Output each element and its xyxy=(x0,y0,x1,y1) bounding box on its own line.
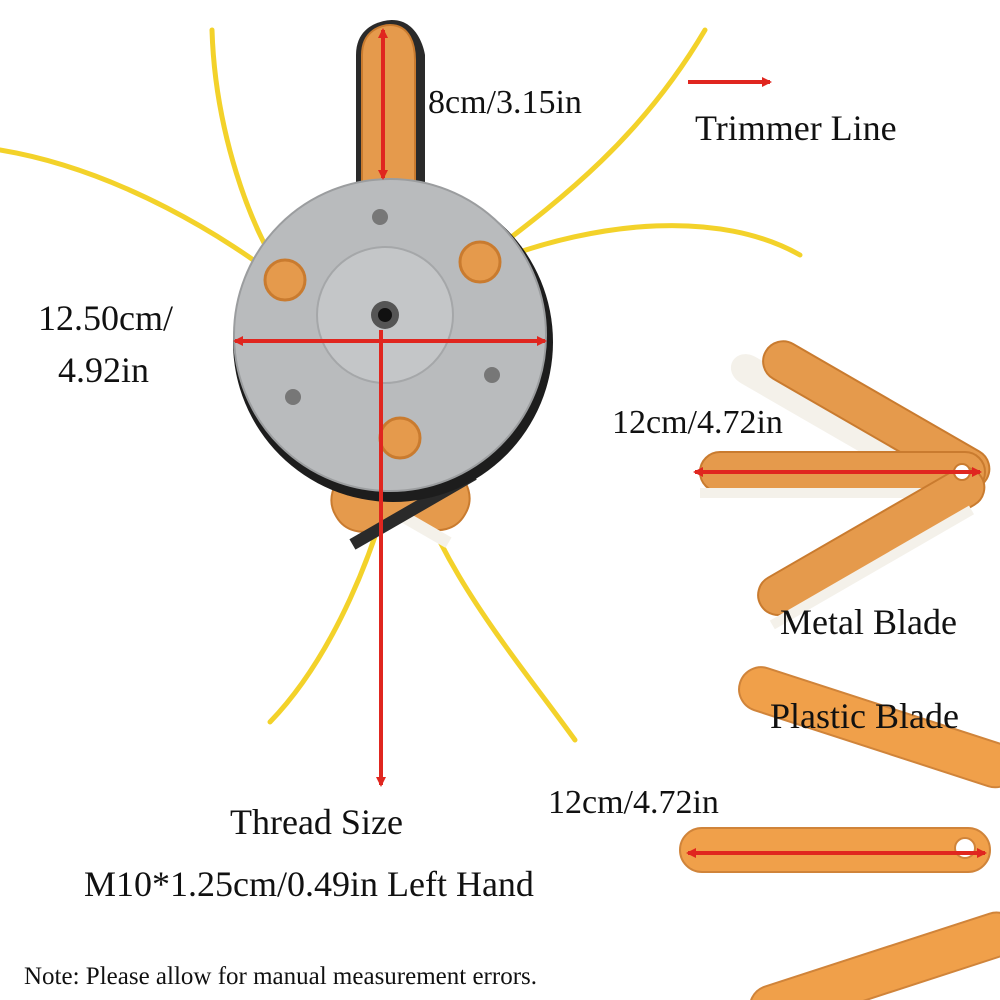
head-diameter-label-line1: 12.50cm/ xyxy=(38,298,173,338)
top-blade xyxy=(356,20,425,206)
metal-blade-set xyxy=(699,340,991,630)
plastic-blade-length-label: 12cm/4.72in xyxy=(548,784,719,821)
trimmer-line-label: Trimmer Line xyxy=(695,108,897,148)
head-diameter-label-line2: 4.92in xyxy=(58,350,150,390)
thread-size-label: Thread Size xyxy=(230,802,403,842)
metal-blade-length-label: 12cm/4.72in xyxy=(612,404,783,441)
metal-blade-label: Metal Blade xyxy=(780,602,957,642)
dimension-arrows xyxy=(233,28,987,858)
blade-length-label: 8cm/3.15in xyxy=(428,84,582,121)
trimmer-head xyxy=(0,20,803,743)
measurement-note: Note: Please allow for manual measuremen… xyxy=(24,963,538,990)
thread-spec-label: M10*1.25cm/0.49in Left Hand xyxy=(84,864,534,904)
plastic-blade-label: Plastic Blade xyxy=(770,696,959,736)
